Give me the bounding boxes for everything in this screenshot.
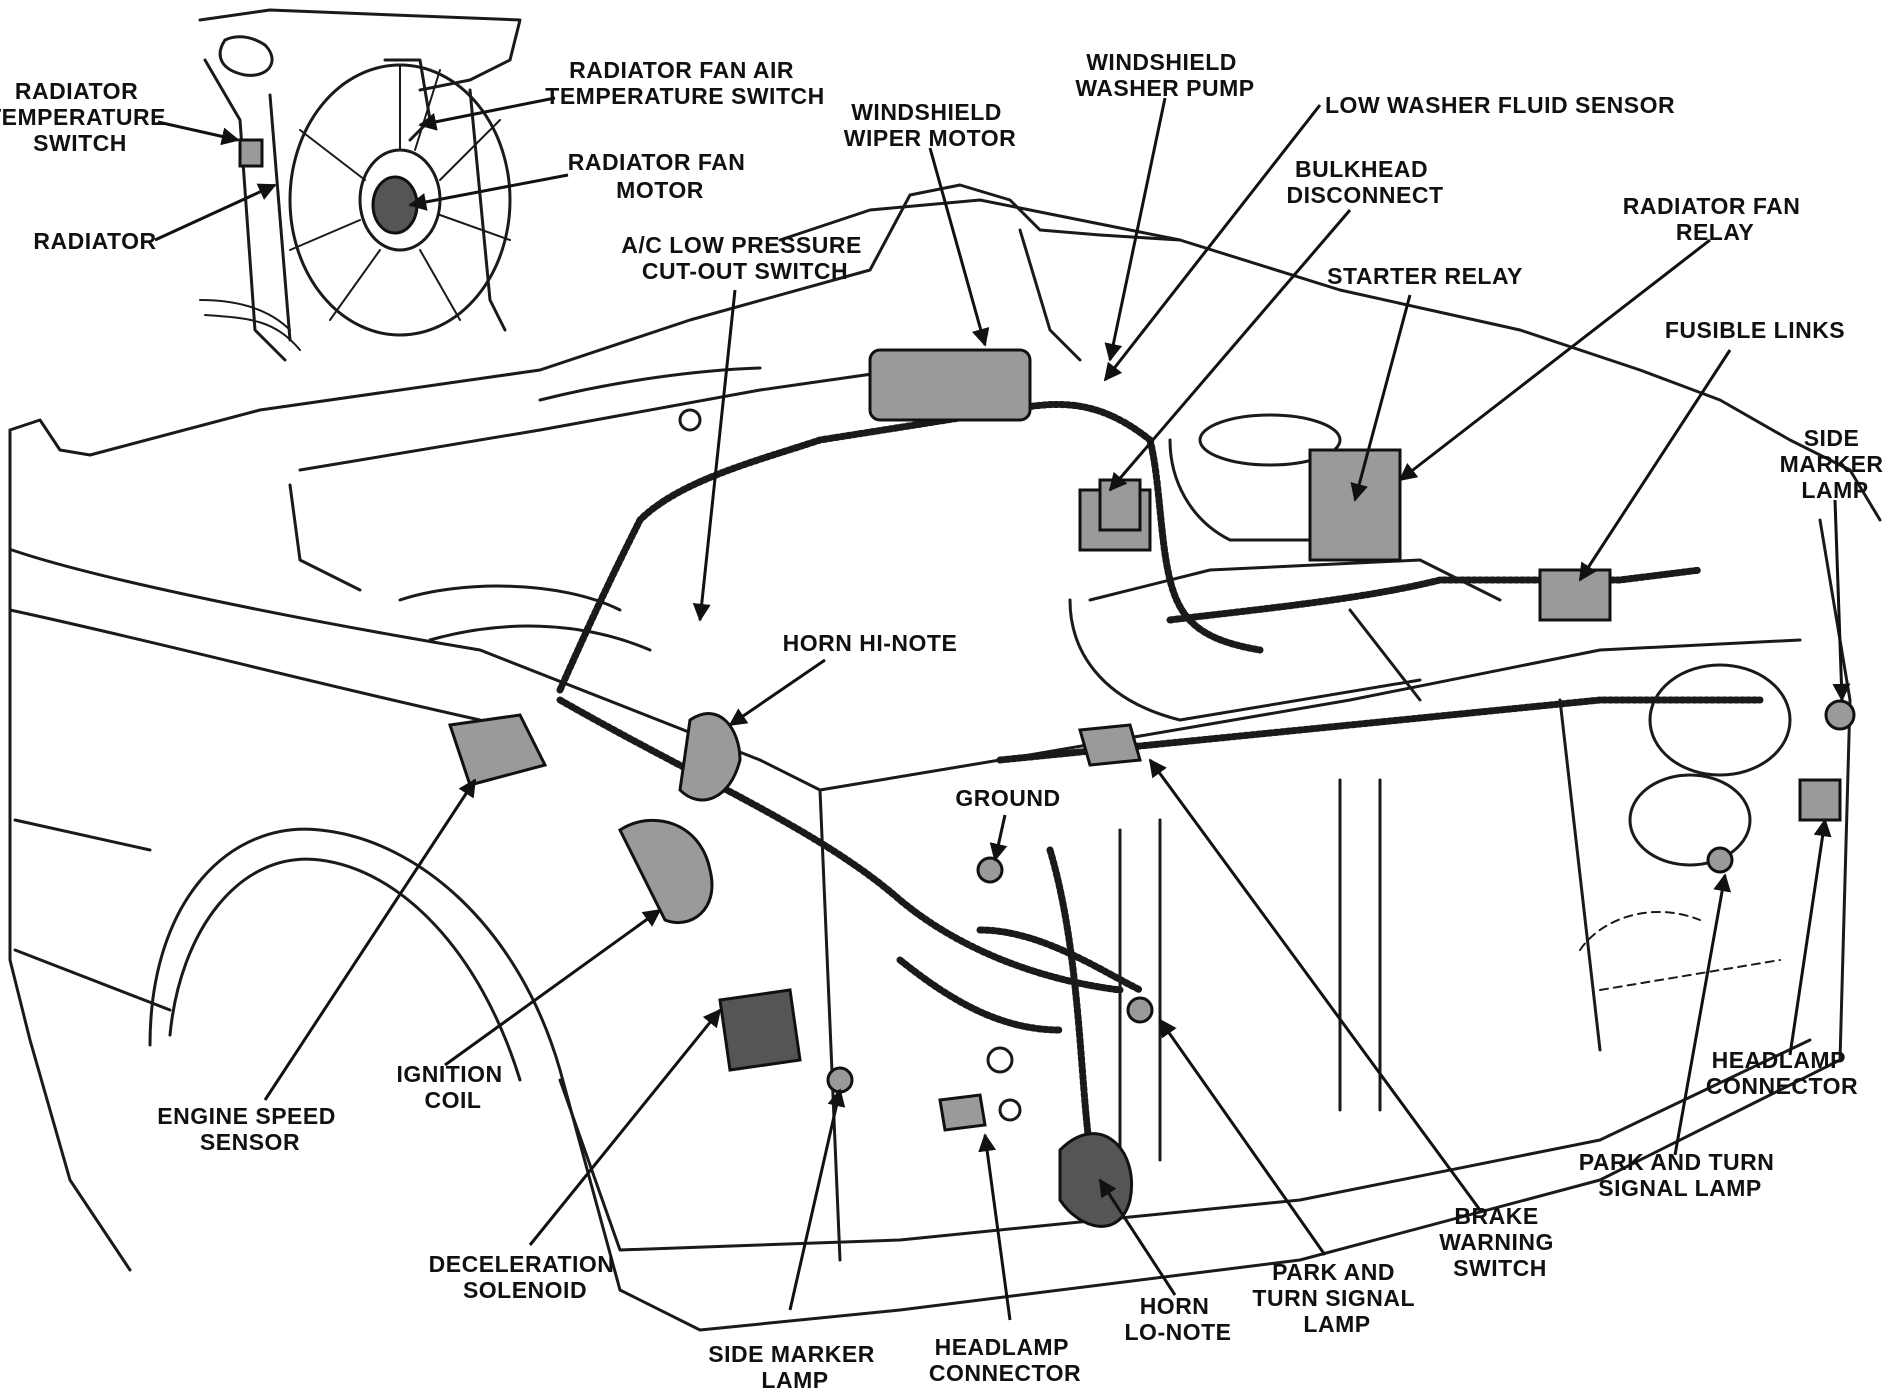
label-low-washer-fluid-sensor: LOW WASHER FLUID SENSOR (1325, 92, 1675, 118)
label-fusible-links: FUSIBLE LINKS (1665, 317, 1845, 343)
components-drawing (448, 348, 1856, 1228)
label-side-marker-lamp-left: SIDE MARKER LAMP (708, 1341, 881, 1392)
leader-lines (154, 96, 1851, 1321)
label-ac-low-pressure-cutout-switch: A/C LOW PRESSURE CUT-OUT SWITCH (621, 232, 868, 284)
label-side-marker-lamp-right: SIDE MARKER LAMP (1780, 425, 1891, 503)
label-radiator-fan-air-temperature-switch: RADIATOR FAN AIR TEMPERATURE SWITCH (545, 57, 824, 109)
label-ground: GROUND (955, 785, 1060, 811)
label-horn-lo-note: HORN LO-NOTE (1125, 1293, 1232, 1345)
label-park-turn-signal-lamp-right: PARK AND TURN SIGNAL LAMP (1579, 1149, 1782, 1201)
label-headlamp-connector-left: HEADLAMP CONNECTOR (929, 1334, 1081, 1386)
label-radiator-temperature-switch: RADIATOR TEMPERATURE SWITCH (0, 78, 173, 156)
label-radiator: RADIATOR (33, 228, 156, 254)
label-park-turn-signal-lamp-left: PARK AND TURN SIGNAL LAMP (1252, 1259, 1421, 1337)
label-ignition-coil: IGNITION COIL (396, 1061, 509, 1113)
label-brake-warning-switch: BRAKE WARNING SWITCH (1439, 1203, 1561, 1281)
label-radiator-fan-relay: RADIATOR FAN RELAY (1623, 193, 1808, 245)
labels: RADIATOR TEMPERATURE SWITCH RADIATOR RAD… (0, 49, 1891, 1392)
radiator-inset-drawing (198, 8, 522, 362)
label-deceleration-solenoid: DECELERATION SOLENOID (429, 1251, 622, 1303)
label-windshield-wiper-motor: WINDSHIELD WIPER MOTOR (844, 99, 1016, 151)
label-starter-relay: STARTER RELAY (1327, 263, 1523, 289)
label-bulkhead-disconnect: BULKHEAD DISCONNECT (1286, 156, 1443, 208)
label-engine-speed-sensor: ENGINE SPEED SENSOR (157, 1103, 342, 1155)
label-headlamp-connector-right: HEADLAMP CONNECTOR (1706, 1047, 1858, 1099)
label-horn-hi-note: HORN HI-NOTE (783, 630, 958, 656)
label-radiator-fan-motor: RADIATOR FAN MOTOR (568, 149, 753, 203)
label-windshield-washer-pump: WINDSHIELD WASHER PUMP (1075, 49, 1254, 101)
